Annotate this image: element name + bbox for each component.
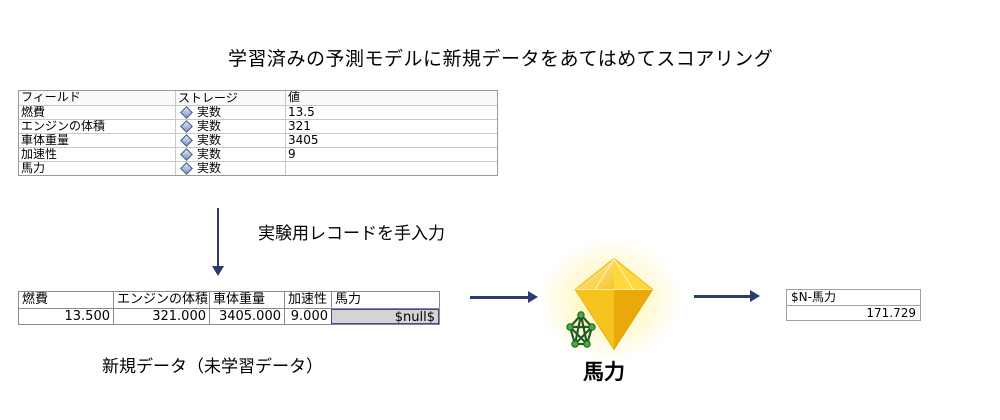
model-label: 馬力	[583, 360, 625, 384]
storage-cell: 実数	[175, 106, 285, 119]
column-header: エンジンの体積	[113, 292, 209, 308]
storage-type: 実数	[197, 106, 222, 119]
storage-cell: 実数	[175, 162, 285, 175]
value-cell[interactable]: 13.5	[285, 106, 497, 119]
real-number-diamond-icon	[180, 106, 193, 119]
manual-entry-label: 実験用レコードを手入力	[258, 224, 445, 244]
table-row[interactable]: 13.500 321.000 3405.000 9.000 $null$	[19, 308, 439, 324]
storage-type: 実数	[197, 162, 222, 175]
storage-type: 実数	[197, 148, 222, 161]
new-data-label: 新規データ（未学習データ）	[102, 357, 323, 377]
real-number-diamond-icon	[180, 120, 193, 133]
right-arrow-icon	[750, 290, 760, 302]
header-storage: ストレージ	[175, 91, 285, 105]
output-header: $N-馬力	[791, 290, 836, 304]
field-name: 加速性	[21, 148, 58, 161]
storage-cell: 実数	[175, 148, 285, 161]
storage-type: 実数	[197, 120, 222, 133]
header-field: フィールド	[21, 91, 81, 104]
value-cell[interactable]	[285, 162, 497, 175]
value-cell[interactable]: 321	[285, 120, 497, 133]
table-row[interactable]: 燃費 実数 13.5	[19, 105, 497, 119]
down-arrow-shaft	[217, 208, 219, 270]
field-name: 燃費	[21, 106, 46, 119]
value-cell[interactable]: 3405	[285, 134, 497, 147]
storage-type: 実数	[197, 134, 222, 147]
record-cell[interactable]: 3405.000	[209, 309, 284, 324]
record-cell[interactable]: 9.000	[284, 309, 331, 324]
right-arrow-shaft	[694, 295, 752, 298]
field-table: フィールド ストレージ 値 燃費 実数 13.5 エンジンの体積 実数 321 …	[18, 90, 498, 176]
output-table: $N-馬力 171.729	[786, 289, 921, 321]
header-value: 値	[285, 91, 497, 105]
column-header: 加速性	[284, 292, 331, 308]
right-arrow-icon	[528, 291, 538, 303]
table-row[interactable]: 加速性 実数 9	[19, 147, 497, 161]
table-row[interactable]: 馬力 実数	[19, 161, 497, 175]
storage-cell: 実数	[175, 120, 285, 133]
column-header: 燃費	[22, 292, 49, 307]
value-cell[interactable]: 9	[285, 148, 497, 161]
record-cell[interactable]: 321.000	[113, 309, 209, 324]
output-value[interactable]: 171.729	[787, 305, 920, 320]
record-cell[interactable]: 13.500	[64, 309, 111, 324]
record-table: 燃費 エンジンの体積 車体重量 加速性 馬力 13.500 321.000 34…	[18, 291, 440, 325]
real-number-diamond-icon	[180, 148, 193, 161]
neural-network-icon	[566, 311, 596, 348]
field-name: エンジンの体積	[21, 120, 106, 133]
column-header: 馬力	[331, 292, 439, 308]
right-arrow-shaft	[470, 296, 530, 299]
real-number-diamond-icon	[180, 134, 193, 147]
down-arrow-icon	[212, 266, 224, 276]
field-table-header: フィールド ストレージ 値	[19, 91, 497, 105]
field-name: 馬力	[21, 162, 46, 175]
null-record-cell[interactable]: $null$	[331, 309, 439, 324]
column-header: 車体重量	[209, 292, 284, 308]
field-name: 車体重量	[21, 134, 70, 147]
table-row[interactable]: 車体重量 実数 3405	[19, 133, 497, 147]
table-row[interactable]: エンジンの体積 実数 321	[19, 119, 497, 133]
real-number-diamond-icon	[180, 162, 193, 175]
model-nugget-gem-icon[interactable]	[566, 255, 662, 351]
record-table-header: 燃費 エンジンの体積 車体重量 加速性 馬力	[19, 292, 439, 308]
page-title: 学習済みの予測モデルに新規データをあてはめてスコアリング	[228, 48, 774, 70]
storage-cell: 実数	[175, 134, 285, 147]
